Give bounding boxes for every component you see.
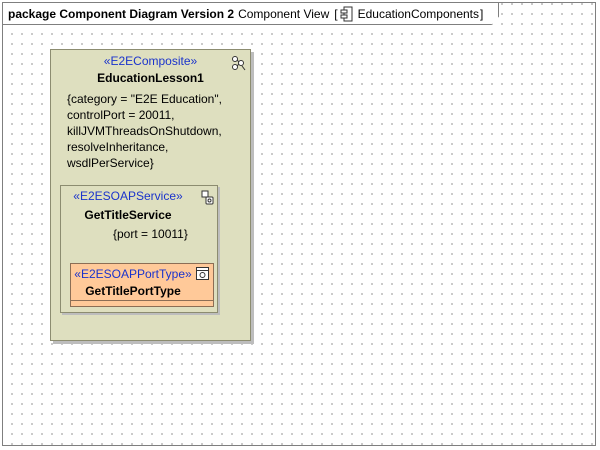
diagram-header-tab[interactable]: package Component Diagram Version 2 Comp… [3, 3, 499, 25]
service-stereotype: «E2ESOAPService» [73, 189, 183, 203]
composite-structure-icon [230, 55, 246, 71]
composite-properties: {category = "E2E Education", controlPort… [67, 91, 247, 171]
soap-service-icon [200, 189, 214, 205]
component-icon [340, 6, 354, 22]
context-name[interactable]: EducationComponents [357, 6, 480, 21]
service-name: GetTitleService [84, 208, 172, 222]
port-type-icon [196, 267, 209, 280]
open-bracket: [ [334, 6, 338, 21]
property-line: controlPort = 20011, [67, 108, 175, 122]
education-lesson-composite[interactable]: «E2EComposite» EducationLesson1 {categor… [50, 49, 251, 341]
port-type-name: GetTitlePortType [85, 284, 181, 298]
view-name: Component View [238, 6, 330, 21]
get-title-service[interactable]: «E2ESOAPService» GetTitleService {port =… [60, 185, 218, 313]
property-line: killJVMThreadsOnShutdown, [67, 124, 222, 138]
close-bracket: ] [480, 6, 484, 21]
diagram-frame: package Component Diagram Version 2 Comp… [2, 2, 596, 446]
property-line: {category = "E2E Education", [67, 92, 222, 106]
compartment-divider [71, 300, 213, 301]
service-tagged-value: {port = 10011} [113, 227, 188, 241]
diagram-title: package Component Diagram Version 2 [8, 6, 235, 21]
composite-name: EducationLesson1 [97, 71, 204, 85]
get-title-port-type[interactable]: «E2ESOAPPortType» GetTitlePortType [70, 263, 214, 307]
property-line: wsdlPerService} [67, 156, 154, 170]
property-line: resolveInheritance, [67, 140, 169, 154]
port-type-stereotype: «E2ESOAPPortType» [74, 267, 192, 281]
composite-stereotype: «E2EComposite» [103, 54, 198, 68]
